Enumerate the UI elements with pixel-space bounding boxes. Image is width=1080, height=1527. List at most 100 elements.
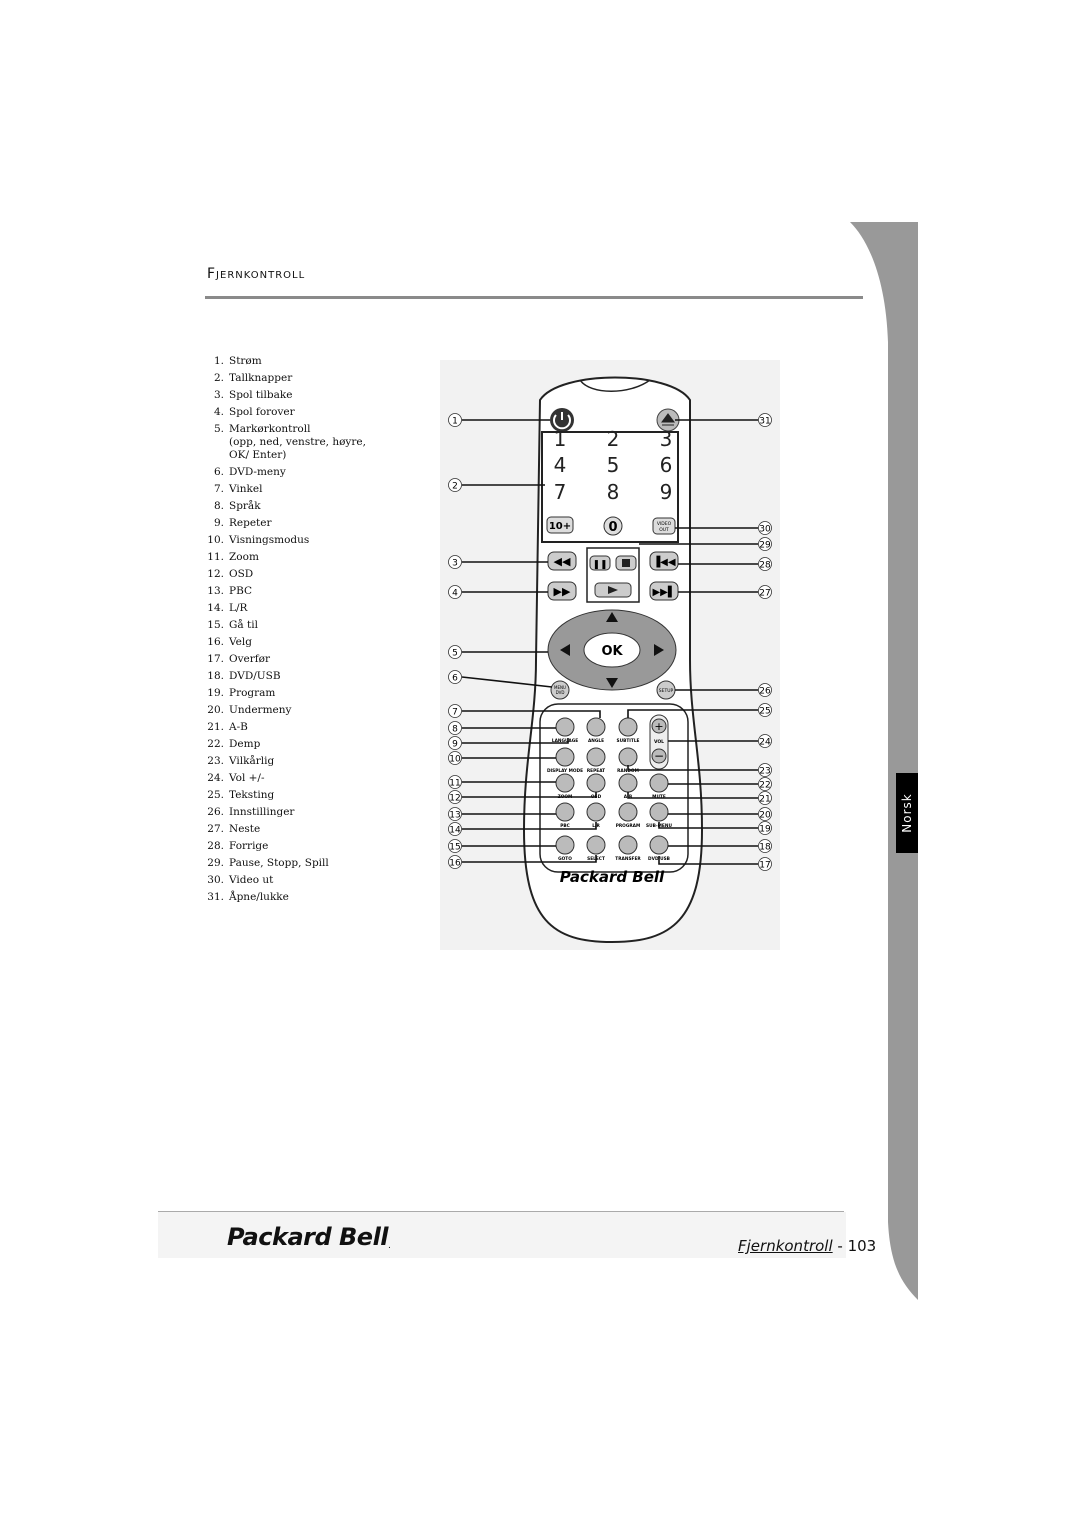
callout-number: 1	[452, 416, 458, 426]
callout-number: 11	[449, 778, 460, 788]
remote-button	[555, 835, 575, 855]
remote-button	[555, 747, 575, 767]
digit-3-button: 3	[660, 427, 673, 451]
previous-button	[649, 551, 679, 571]
section-title: Fjernkontroll	[207, 266, 306, 282]
legend-item-number: 8.	[213, 500, 224, 512]
callout-number: 25	[759, 706, 770, 716]
callout-leader-line	[462, 710, 601, 718]
footer-band	[158, 1212, 846, 1258]
legend-item-label: Video ut	[229, 874, 274, 886]
up-arrow-icon	[606, 612, 618, 622]
callout-marker	[448, 704, 462, 718]
remote-button	[586, 717, 606, 737]
callout-number: 16	[449, 858, 461, 868]
callout-number: 7	[452, 707, 458, 717]
minus-icon: −	[654, 749, 664, 763]
callout-number: 15	[449, 842, 460, 852]
callout-marker	[448, 645, 462, 659]
callout-number: 17	[759, 860, 770, 870]
legend-item-label: Innstillinger	[229, 806, 295, 818]
callout-marker	[448, 670, 462, 684]
legend-item-number: 25.	[207, 789, 224, 801]
legend-item: 8. Språk	[206, 498, 386, 515]
legend-item-number: 15.	[207, 619, 224, 631]
callout-leader-line	[627, 765, 758, 771]
remote-button	[586, 773, 606, 793]
page-footer: Fjernkontroll - 103	[738, 1237, 876, 1255]
callout-leader-line	[462, 855, 597, 863]
remote-button	[555, 802, 575, 822]
callout-marker	[758, 821, 772, 835]
remote-button-label: DISPLAY MODE	[547, 768, 583, 774]
callout-marker	[758, 585, 772, 599]
legend-item-label: Vilkårlig	[229, 755, 275, 767]
transport-frame	[586, 547, 640, 603]
legend-item-label: DVD-meny	[229, 466, 286, 478]
legend-item-number: 24.	[207, 772, 224, 784]
digit-7-button: 7	[554, 480, 567, 504]
callout-number: 30	[759, 524, 771, 534]
callout-leader-line	[658, 856, 758, 865]
digit-5-button: 5	[607, 453, 620, 477]
video-out-label-2: OUT	[659, 527, 669, 533]
legend-item: 13.PBC	[206, 583, 386, 600]
digit-1-button: 1	[554, 427, 567, 451]
remote-button-label: PROGRAM	[616, 823, 641, 829]
callout-number: 10	[449, 754, 461, 764]
callout-marker	[758, 734, 772, 748]
callout-marker	[448, 839, 462, 853]
legend-item-label: Tallknapper	[229, 372, 293, 384]
remote-button-label: ANGLE	[588, 738, 604, 744]
legend-item-number: 29.	[207, 857, 224, 869]
remote-button	[586, 802, 606, 822]
down-arrow-icon	[606, 678, 618, 688]
ten-plus-label: 10+	[549, 521, 571, 532]
legend-item-number: 23.	[207, 755, 224, 767]
menu-dvd-button	[550, 680, 570, 700]
previous-icon: ▐◀◀	[652, 555, 675, 568]
legend-item: 26. Innstillinger	[206, 804, 386, 821]
callout-number: 14	[449, 825, 461, 835]
legend-item-sublabel: (opp, ned, venstre, høyre, OK/ Enter)	[229, 436, 366, 461]
remote-button-label: SUBTITLE	[617, 738, 640, 744]
legend-item: 11.Zoom	[206, 549, 386, 566]
pause-icon: ❚❚	[592, 560, 607, 570]
legend-item-label: DVD/USB	[229, 670, 281, 682]
lower-button-panel	[539, 703, 689, 873]
legend-item-label: Neste	[229, 823, 261, 835]
remote-top-notch	[579, 379, 651, 392]
legend-item-number: 10.	[207, 534, 224, 546]
legend-item: 5.Markørkontroll	[206, 421, 386, 438]
legend-item-label: Zoom	[229, 551, 259, 563]
legend-item: 10.Visningsmodus	[206, 532, 386, 549]
legend-item: 29.Pause, Stopp, Spill	[206, 855, 386, 872]
ok-button	[583, 632, 641, 668]
legend-item: 3.Spol tilbake	[206, 387, 386, 404]
callout-marker	[448, 751, 462, 765]
callout-marker	[758, 763, 772, 777]
callout-marker	[758, 857, 772, 871]
legend-item-number: 18.	[207, 670, 224, 682]
callout-number: 12	[449, 793, 460, 803]
legend-item: 30.Video ut	[206, 872, 386, 889]
callout-marker	[448, 413, 462, 427]
title-divider	[205, 296, 863, 299]
callout-number: 19	[759, 824, 771, 834]
callout-number: 3	[452, 558, 458, 568]
legend-item-label: Språk	[229, 500, 261, 512]
legend-item-number: 19.	[207, 687, 224, 699]
callout-number: 31	[759, 416, 770, 426]
legend-item-number: 26.	[207, 806, 224, 818]
legend-item-label: Undermeny	[229, 704, 292, 716]
callout-marker	[758, 521, 772, 535]
callout-number: 18	[759, 842, 771, 852]
callout-leader-line	[627, 709, 758, 718]
callout-leader-line	[658, 822, 758, 829]
callout-marker	[758, 807, 772, 821]
legend-item-label: Teksting	[229, 789, 275, 801]
callout-marker	[448, 790, 462, 804]
legend-item: 18. DVD/USB	[206, 668, 386, 685]
callout-marker	[758, 777, 772, 791]
